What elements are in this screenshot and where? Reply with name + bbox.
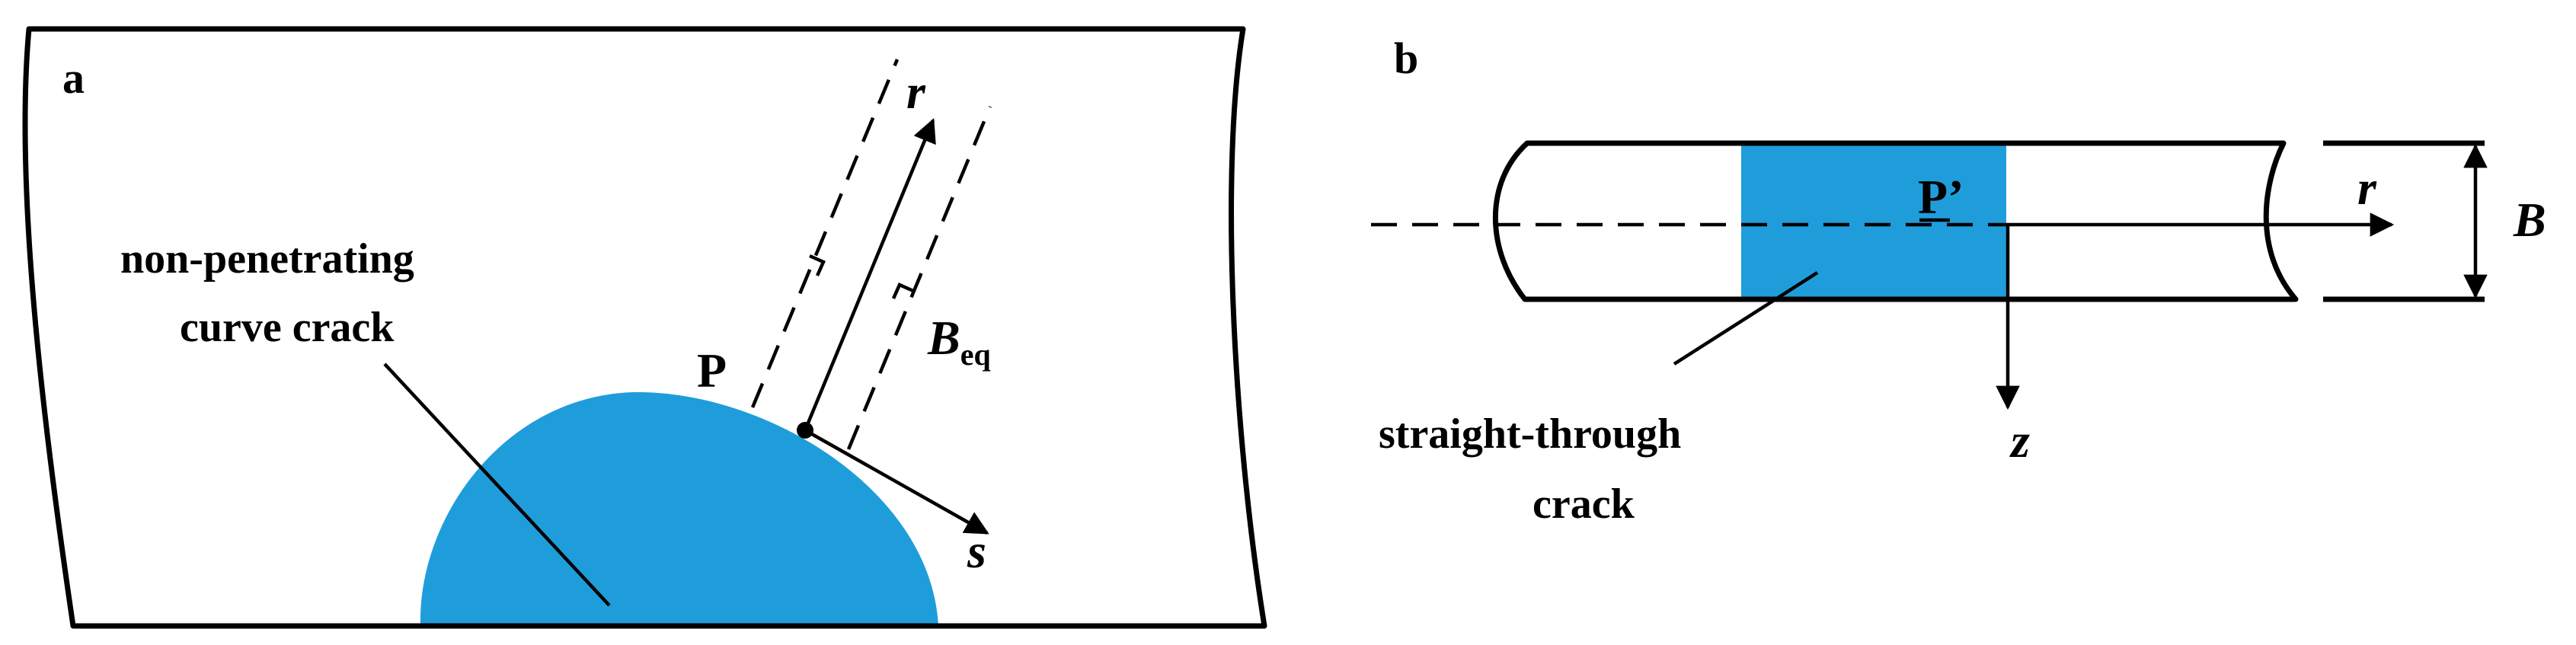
- point-p-prime-label: P’: [1918, 170, 1964, 224]
- point-p-label: P: [697, 343, 727, 398]
- crack-b-label-line1: straight-through: [1379, 410, 1681, 458]
- r-axis-label-b: r: [2357, 161, 2377, 215]
- right-angle-mark-left: [809, 254, 826, 276]
- r-axis-label-a: r: [906, 65, 926, 119]
- straight-through-crack-shape: [1741, 143, 2006, 299]
- curve-crack-shape: [420, 391, 938, 626]
- crack-a-leader-line: [383, 362, 611, 607]
- panel-a: a non-penetrating curve crack P r s Beq: [22, 26, 1267, 629]
- b-eq-label: Beq: [927, 311, 991, 372]
- b-eq-subscript: eq: [960, 337, 991, 372]
- panel-b: b r z P’ B straight-through crack: [1371, 34, 2546, 528]
- crack-a-label-line1: non-penetrating: [120, 235, 414, 283]
- crack-b-leader-line: [1673, 271, 1819, 366]
- crack-a-label-line2: curve crack: [180, 304, 395, 351]
- crack-b-label-line2: crack: [1532, 481, 1635, 528]
- s-axis-arrow-a: [804, 429, 989, 535]
- thickness-b-label: B: [2513, 193, 2546, 247]
- r-axis-arrow-a: [803, 118, 936, 431]
- plate-b-outline: [1492, 140, 2299, 302]
- z-axis-label-b: z: [2009, 414, 2030, 468]
- right-angle-mark-right: [891, 283, 914, 299]
- s-axis-label-a: s: [967, 524, 986, 578]
- thickness-dashed-line-left: [750, 59, 900, 408]
- panel-b-label: b: [1394, 34, 1418, 83]
- panel-a-label: a: [62, 53, 85, 103]
- thickness-dashed-line-right: [846, 106, 992, 450]
